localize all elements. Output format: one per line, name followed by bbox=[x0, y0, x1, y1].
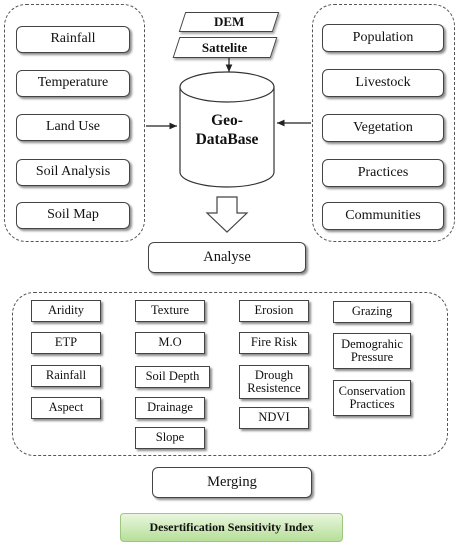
input-land-use: Land Use bbox=[16, 114, 130, 141]
analyse-step: Analyse bbox=[148, 242, 306, 273]
input-rainfall: Rainfall bbox=[16, 26, 130, 53]
merging-step: Merging bbox=[152, 467, 312, 498]
indicator-aridity: Aridity bbox=[31, 300, 101, 322]
indicator-demographic-pressure: Demograhic Pressure bbox=[333, 333, 411, 369]
indicator-texture: Texture bbox=[135, 300, 205, 322]
input-soil-analysis: Soil Analysis bbox=[16, 159, 130, 186]
indicator-drainage: Drainage bbox=[135, 397, 205, 419]
indicator-mo: M.O bbox=[135, 332, 205, 354]
input-livestock: Livestock bbox=[322, 69, 444, 97]
indicator-aspect: Aspect bbox=[31, 397, 101, 419]
database-cylinder bbox=[179, 71, 275, 188]
indicator-drought-resistance: Drough Resistence bbox=[239, 365, 309, 399]
desertification-sensitivity-index: Desertification Sensitivity Index bbox=[120, 513, 343, 542]
indicator-fire-risk: Fire Risk bbox=[239, 332, 309, 354]
indicator-erosion: Erosion bbox=[239, 300, 309, 322]
indicator-etp: ETP bbox=[31, 332, 101, 354]
right-input-group bbox=[312, 4, 455, 242]
database-label: Geo- DataBase bbox=[195, 112, 259, 148]
input-vegetation: Vegetation bbox=[322, 114, 444, 142]
down-arrow-icon bbox=[205, 196, 249, 233]
indicators-group bbox=[12, 292, 448, 456]
dem-source: DEM bbox=[178, 12, 280, 32]
indicator-conservation-practices: Conservation Practices bbox=[333, 380, 411, 416]
indicator-soil-depth: Soil Depth bbox=[135, 366, 210, 388]
input-population: Population bbox=[322, 24, 444, 52]
input-practices: Practices bbox=[322, 159, 444, 187]
input-temperature: Temperature bbox=[16, 70, 130, 97]
satellite-source: Sattelite bbox=[172, 37, 278, 58]
left-input-group bbox=[4, 4, 145, 242]
indicator-grazing: Grazing bbox=[333, 301, 411, 323]
indicator-ndvi: NDVI bbox=[239, 407, 309, 429]
input-communities: Communities bbox=[322, 202, 444, 230]
indicator-rainfall: Rainfall bbox=[31, 365, 101, 387]
indicator-slope: Slope bbox=[135, 427, 205, 449]
input-soil-map: Soil Map bbox=[16, 202, 130, 229]
